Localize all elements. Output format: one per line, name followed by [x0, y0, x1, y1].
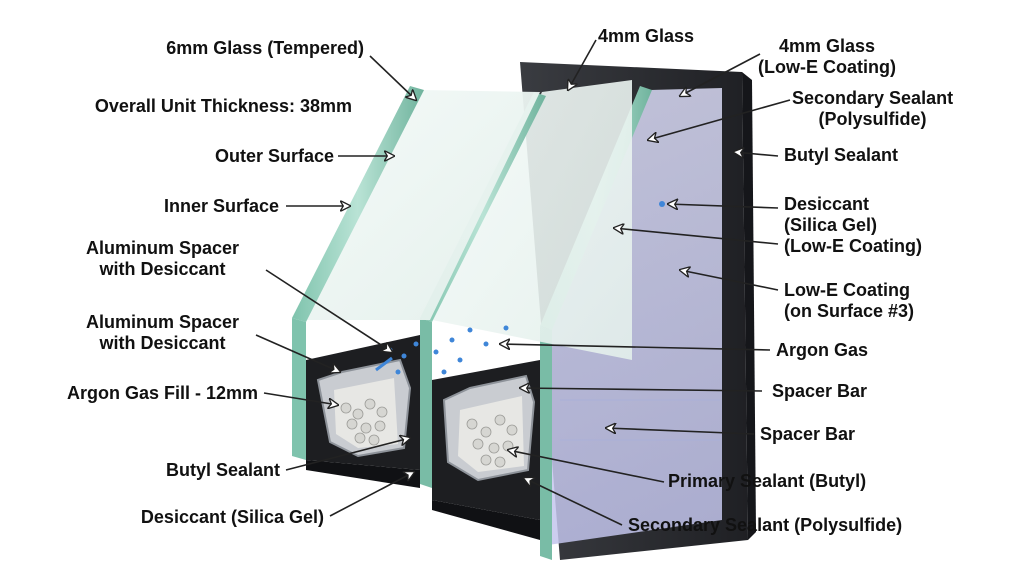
label-argon-gas: Argon Gas — [776, 340, 868, 361]
label-6mm-glass: 6mm Glass (Tempered) — [166, 38, 364, 59]
label-secondary-sealant-bottom: Secondary Sealant (Polysulfide) — [628, 515, 902, 536]
label-butyl-sealant-left: Butyl Sealant — [166, 460, 280, 481]
label-line: (on Surface #3) — [784, 301, 914, 322]
label-line: (Polysulfide) — [792, 109, 953, 130]
label-line: (Silica Gel) — [784, 215, 922, 236]
label-inner-surface: Inner Surface — [164, 196, 279, 217]
label-line: with Desiccant — [86, 333, 239, 354]
label-line: Aluminum Spacer — [86, 312, 239, 333]
label-argon-fill: Argon Gas Fill - 12mm — [67, 383, 258, 404]
label-line: Aluminum Spacer — [86, 238, 239, 259]
label-desiccant-right: Desiccant (Silica Gel) (Low-E Coating) — [784, 194, 922, 257]
label-primary-sealant: Primary Sealant (Butyl) — [668, 471, 866, 492]
label-line: Low-E Coating — [784, 280, 914, 301]
label-line: (Low-E Coating) — [784, 236, 922, 257]
label-spacer-bar-2: Spacer Bar — [760, 424, 855, 445]
label-outer-surface: Outer Surface — [215, 146, 334, 167]
label-aluminum-spacer-2: Aluminum Spacer with Desiccant — [86, 312, 239, 354]
label-line: with Desiccant — [86, 259, 239, 280]
label-line: 4mm Glass — [758, 36, 896, 57]
label-line: Desiccant — [784, 194, 922, 215]
right-spacer-assembly — [432, 360, 540, 540]
label-lowe-surface3: Low-E Coating (on Surface #3) — [784, 280, 914, 322]
label-spacer-bar-1: Spacer Bar — [772, 381, 867, 402]
label-desiccant-left: Desiccant (Silica Gel) — [141, 507, 324, 528]
label-line: (Low-E Coating) — [758, 57, 896, 78]
label-4mm-glass: 4mm Glass — [598, 26, 694, 47]
label-overall-thickness: Overall Unit Thickness: 38mm — [95, 96, 352, 117]
label-4mm-glass-lowe: 4mm Glass (Low-E Coating) — [758, 36, 896, 78]
label-secondary-sealant-top: Secondary Sealant (Polysulfide) — [792, 88, 953, 130]
label-aluminum-spacer-1: Aluminum Spacer with Desiccant — [86, 238, 239, 280]
label-butyl-sealant-right: Butyl Sealant — [784, 145, 898, 166]
label-line: Secondary Sealant — [792, 88, 953, 109]
